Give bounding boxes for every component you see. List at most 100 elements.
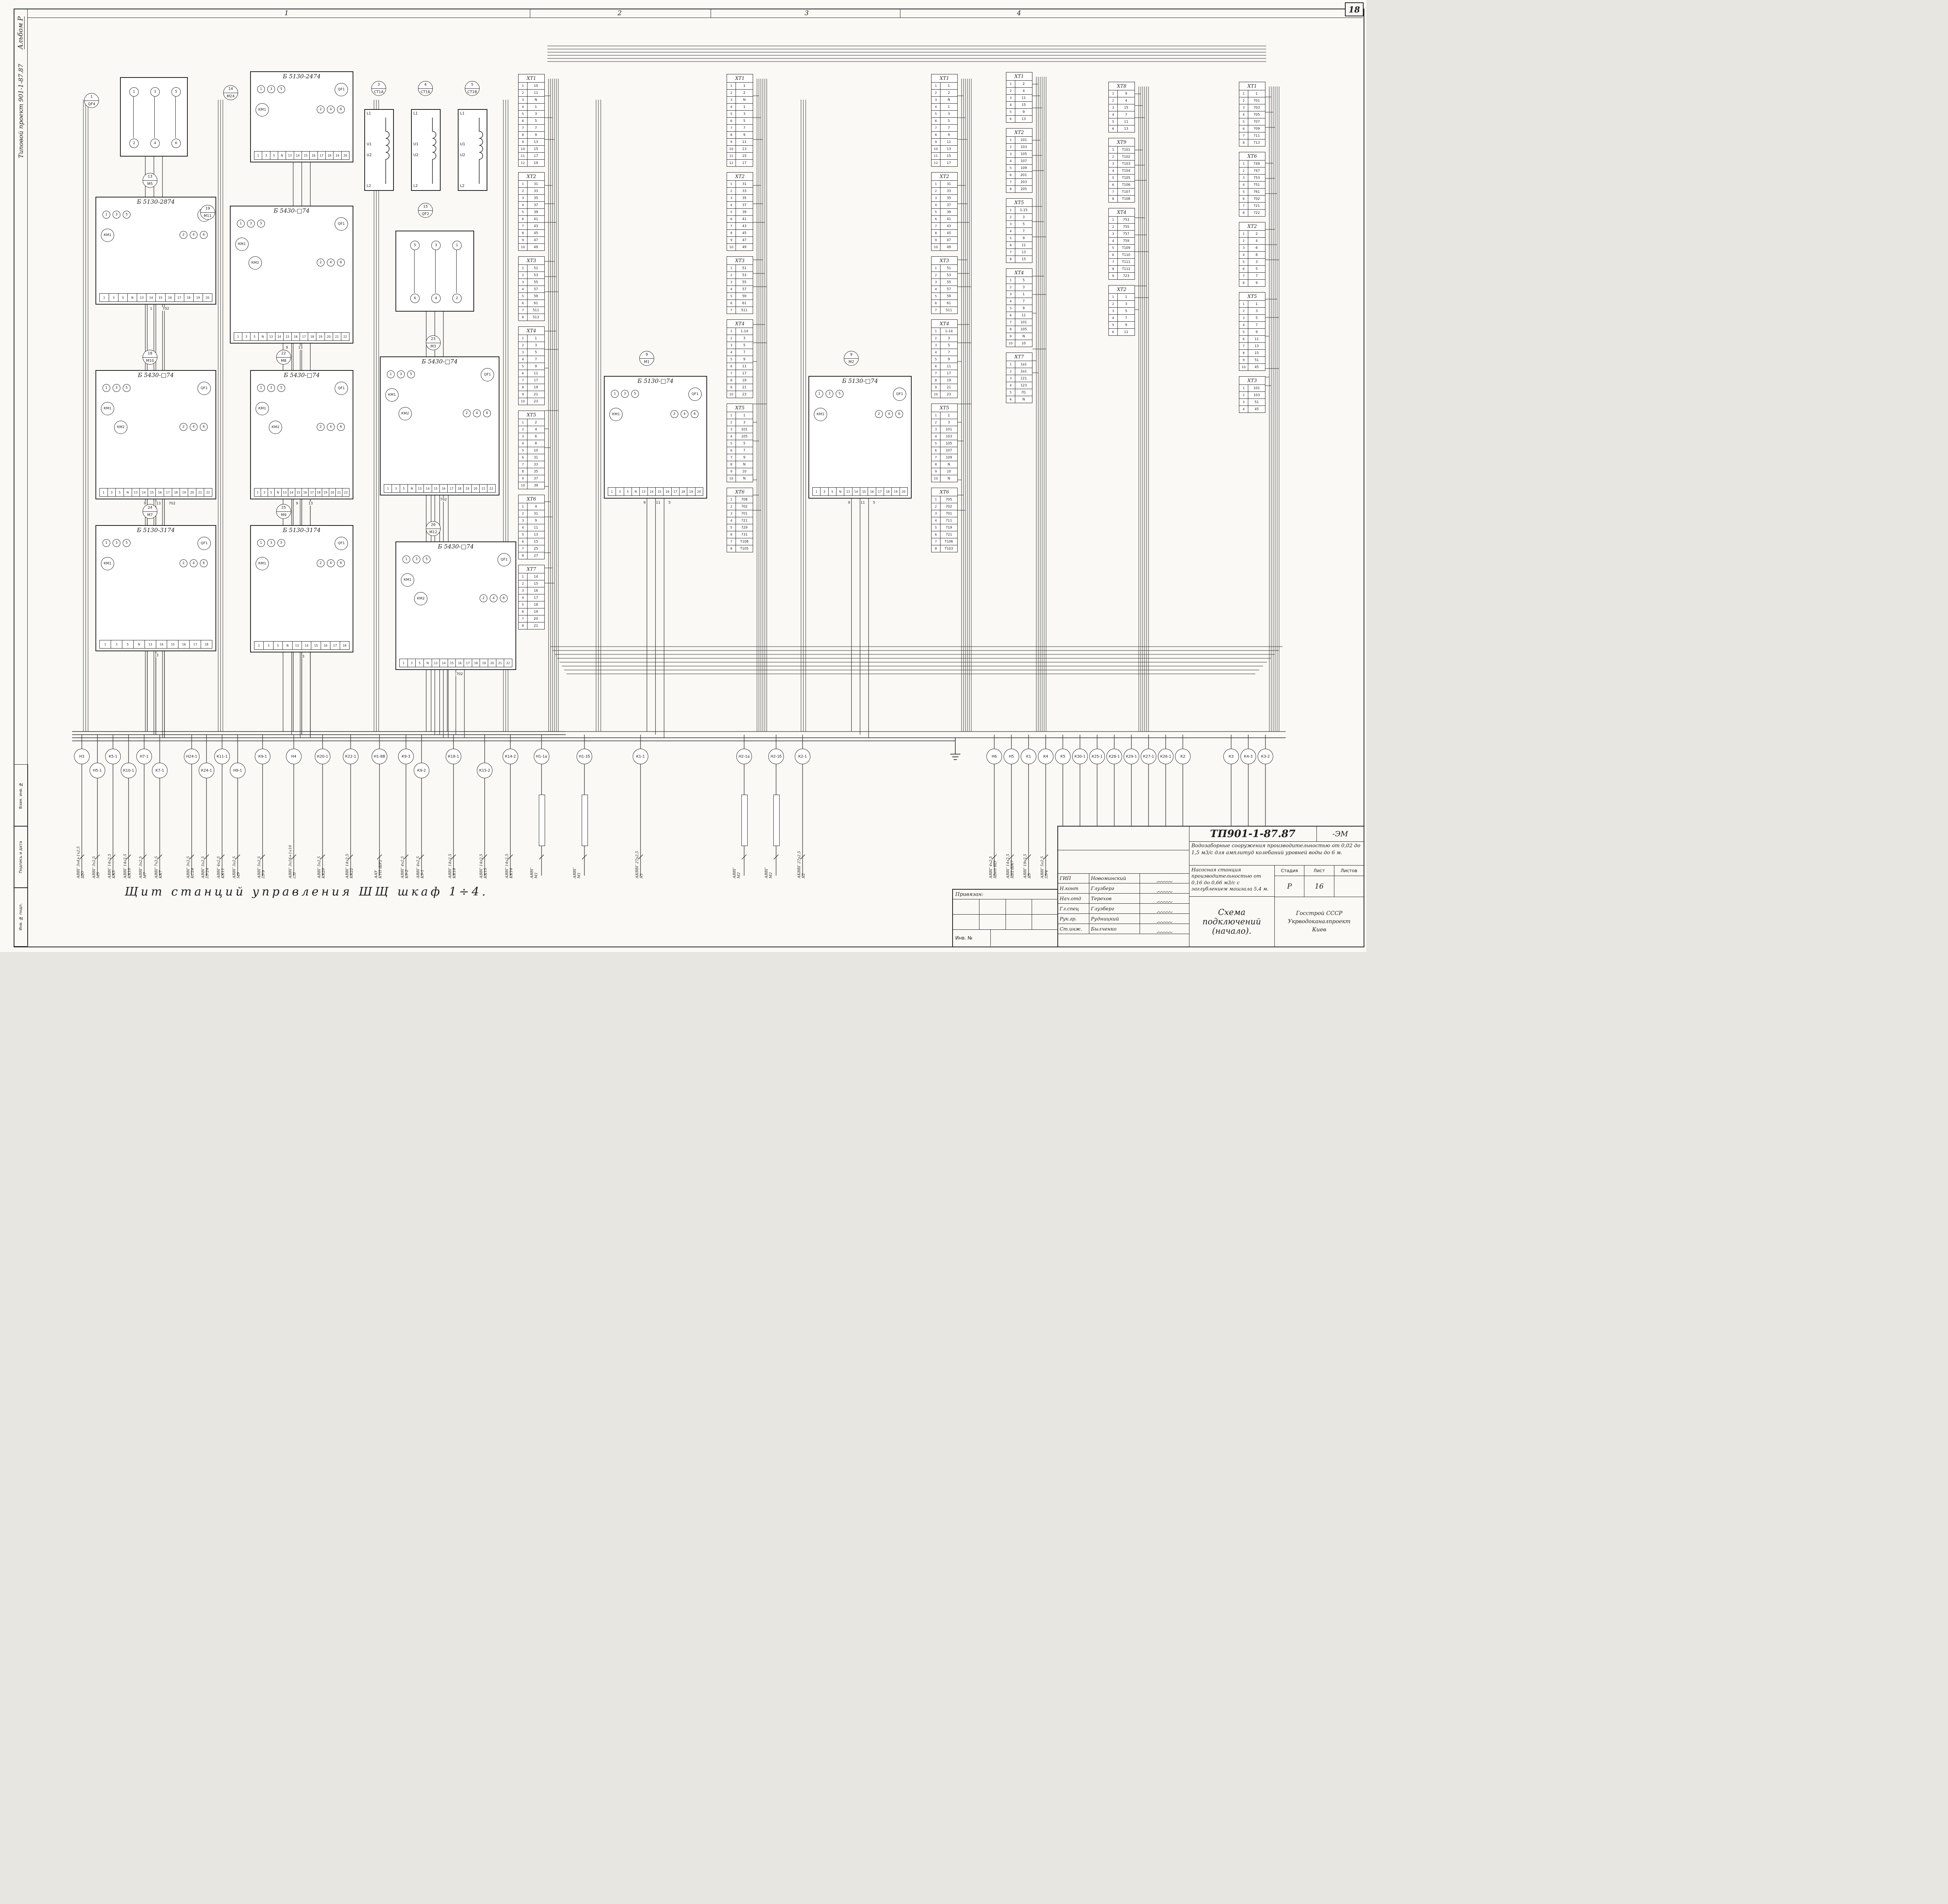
comb-cell: 14: [139, 488, 148, 496]
strip-row-index: 4: [519, 286, 528, 293]
strip-group-header: ХТ7: [518, 565, 545, 573]
strip-row-index: 9: [519, 139, 528, 145]
strip-row-index: 9: [519, 475, 528, 482]
strip-row-value: N: [535, 98, 537, 102]
strip-row-value: 21: [534, 624, 538, 628]
comb-cell: 3: [110, 640, 122, 648]
strip-row-index: 2: [1006, 284, 1015, 291]
device-tag-number: 1: [85, 93, 99, 101]
ct-terminal-label: L2: [460, 184, 465, 188]
comb-cell: 1: [102, 490, 105, 494]
cable-tag: Н7-1: [136, 749, 152, 764]
stamp-inv-podl: Инв. № подл.: [14, 887, 28, 947]
privyazan-cell: [991, 930, 1058, 946]
pole-circle: 4: [190, 423, 198, 431]
cable-destination: КК15: [483, 868, 488, 878]
pole-circle: 4: [681, 410, 688, 418]
strip-row-index: 9: [519, 391, 528, 398]
strip-row-index: 1: [932, 83, 940, 89]
cable-destination: Я1: [639, 873, 644, 878]
comb-cell: 14: [288, 488, 295, 496]
strip-row-value: 53: [742, 273, 746, 277]
comb-cell: 17: [174, 294, 184, 301]
strip-row-index: 8: [727, 132, 736, 138]
strip-row-value: 41: [534, 217, 538, 221]
strip-row-index: 8: [932, 230, 940, 236]
strip-row-value: N: [948, 476, 950, 481]
cable-tag: К10-1: [121, 763, 136, 778]
strip-row-value: 9: [948, 133, 950, 137]
strip-row-index: 6: [727, 300, 736, 307]
busbar: [582, 795, 588, 846]
drawing-sheet: 18 Альбом Р Типовой проект 901-1-87.87 В…: [0, 0, 1366, 952]
strip-row-value: 57: [742, 287, 746, 291]
comb-cell: 14: [293, 152, 302, 159]
strip-row-index: 4: [727, 433, 736, 440]
strip-row-index: 8: [727, 545, 736, 552]
strip-row-value: 731: [741, 532, 748, 537]
strip-row-index: 6: [1006, 116, 1015, 122]
comb-cell: 15: [447, 659, 456, 667]
strip-row-value: 55: [534, 280, 538, 284]
strip-row-value: 14: [534, 575, 538, 579]
privyazan-table: Привязан: Инв. №: [952, 889, 1059, 947]
strip-row-value: 761: [1253, 190, 1260, 194]
comb-cell: N: [274, 488, 281, 496]
comb-cell: 15: [311, 642, 320, 649]
strip-row-index: 8: [519, 552, 528, 559]
strip-row-value: 41: [742, 217, 746, 221]
strip-row-index: 10: [932, 244, 940, 250]
cable-tag: Н1-8В: [372, 749, 387, 764]
strip-row-index: 2: [1006, 144, 1015, 150]
strip-row-value: 7: [1125, 113, 1128, 117]
comb-cell: 16: [178, 640, 189, 648]
comb-cell: 22: [504, 659, 512, 667]
strip-row-value: 1: [948, 413, 950, 418]
staff-signature: [1140, 894, 1189, 903]
strip-group-header: ХТ2: [518, 172, 545, 181]
strip-row-value: 35: [742, 196, 746, 200]
breaker-circle: QF1: [893, 388, 906, 401]
strip-row-index: 6: [932, 531, 940, 538]
device-tag-label: М2: [848, 360, 854, 364]
strip-row-index: 3: [1006, 375, 1015, 382]
strip-row-index: 6: [932, 363, 940, 370]
pole-circle: 5: [171, 87, 181, 97]
cable-destination: Я5: [1027, 873, 1032, 878]
strip-row-value: 3: [1125, 302, 1128, 306]
exit-wire-label: 1: [150, 307, 153, 311]
busbar: [773, 795, 780, 846]
cable-destination: ПУ9: [261, 870, 266, 878]
comb-cell: 17: [330, 642, 339, 649]
strip-row-value: 1а1: [1020, 362, 1027, 367]
strip-row-index: 7: [727, 223, 736, 229]
